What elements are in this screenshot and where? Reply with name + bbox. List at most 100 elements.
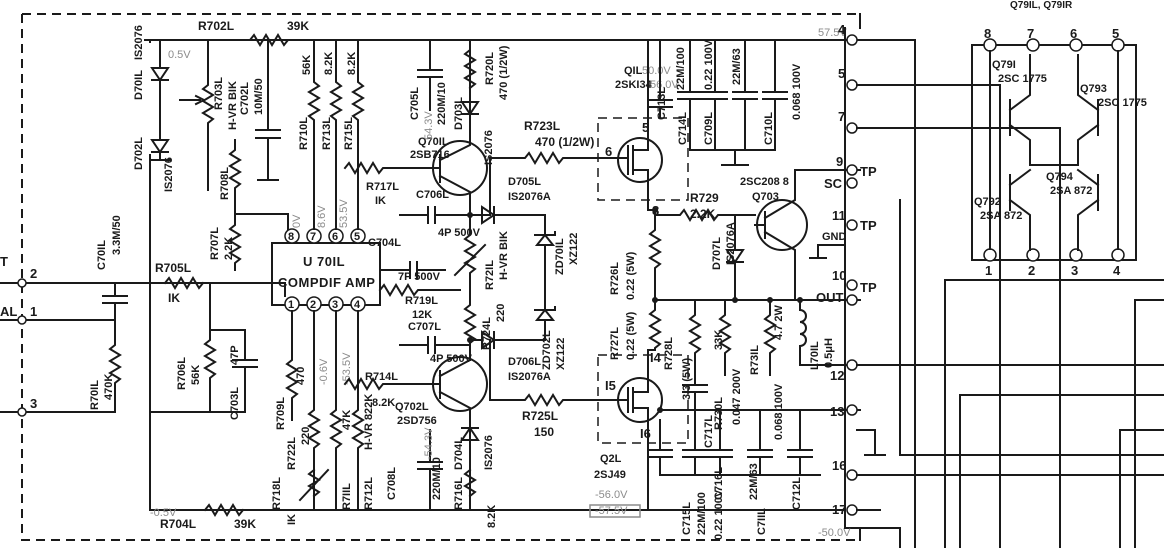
terminal-5[interactable]: 5 [838,66,1001,91]
svg-text:TP: TP [860,164,877,179]
terminal-4[interactable]: 4 [838,22,858,46]
capacitor-c702l [255,39,281,181]
svg-text:2SJ49: 2SJ49 [594,469,626,481]
r710l-value: 56K [301,55,313,75]
svg-text:QIL: QIL [624,65,643,77]
r717l-ref: R717L [366,181,399,193]
resistor-r708l [228,139,289,236]
input-terminal-2[interactable]: 2 T [0,254,246,288]
r716l-ref: R712L [363,477,375,510]
resistor-r717l [343,161,401,175]
r727l-ref: R727L [609,327,621,360]
svg-text:1: 1 [30,304,37,319]
r708l-ref: R708L [219,167,231,200]
r707l-ref: R707L [209,227,221,260]
resistor-r711l [307,310,321,511]
input-terminal-1[interactable]: 1 AL [0,304,96,325]
terminal-out[interactable]: OUT [816,290,858,306]
svg-text:Q702L: Q702L [395,401,429,413]
capacitor-c705l [417,39,443,111]
c702l-value: 10M/50 [253,78,265,115]
r709l-ref: R709L [275,397,287,430]
d701l-value: IS2076 [133,25,145,60]
resistor-r716l [351,310,365,511]
c717l-value: 0.047 200V [731,368,743,425]
r723l-ref: R716L [453,477,465,510]
c702l-ref: C702L [239,82,251,115]
r720l-ref: R720L [484,52,496,85]
c703l-ref: C703L [229,387,241,420]
voltage-label: 56.0V [650,79,679,91]
svg-text:GND: GND [822,231,847,243]
resistor-r710l [307,39,321,230]
resistor-r730l [718,299,732,376]
ic-pin-7: 7 [310,231,316,243]
r7iil-ref: R722L [286,437,298,470]
ic-pin-5: 5 [354,231,360,243]
ic-ref: U 70IL [303,254,345,269]
c715l-value: 22M/100 [696,492,708,535]
resistor-r712l [298,468,330,502]
c709l-value: 22M/63 [731,48,743,85]
resistor-r720l [463,39,477,90]
c713l-value: 22M/100 [675,47,687,90]
terminal-9[interactable]: 9TP [836,154,877,179]
d707l-ref: D707L [711,237,723,270]
voltage-label: -56.0V [595,489,628,501]
svg-text:7: 7 [1027,26,1034,41]
svg-text:SC: SC [824,176,843,191]
c703l-value: 47P [229,345,241,365]
c704l-value: 7P 500V [398,271,441,283]
c706l-ref: C706L [416,189,449,201]
zd702l-ref: ZD702L [541,330,553,370]
c707l-value: 4P 500V [430,353,473,365]
resistor-r728l [688,299,702,376]
c707l-ref: C707L [408,321,441,333]
voltage-label: -54.3V [423,427,435,460]
r724l-value: 470 (1/2W) [535,135,594,149]
capacitor-c708l [417,429,443,511]
r713l-ref: R713L [321,117,333,150]
svg-text:6: 6 [1070,26,1077,41]
d702l-ref: D702L [133,137,145,170]
terminal-13[interactable]: 13 [830,404,886,456]
resistor-r724l [489,151,606,165]
svg-text:2SD756: 2SD756 [397,415,437,427]
r722l-ref: R724L [481,317,493,350]
input-terminal-3[interactable]: 3 [0,396,116,417]
terminal-sc[interactable]: SC [824,176,858,191]
d704l-value: IS2076 [483,435,495,470]
terminal-16[interactable]: 16 [832,458,1164,481]
c706l-value: 4P 500V [438,227,481,239]
diode-d701l [149,39,171,161]
terminal-7[interactable]: 7 [838,109,1061,134]
svg-text:3: 3 [30,396,37,411]
zener-zd702l [499,299,556,341]
c705l-value: 220M/10 [436,82,448,125]
svg-text:T: T [0,254,8,269]
terminal-gnd[interactable]: GND [809,231,847,259]
terminal-12[interactable]: 12 [830,359,1164,383]
svg-text:4: 4 [1113,263,1121,278]
voltage-label: 8.6V [316,205,328,228]
ic-name: COMPDIF AMP [278,275,375,290]
r712l-ref: R718L [271,477,283,510]
resistor-r725l [489,393,606,407]
resistor-r723l [463,468,477,498]
svg-text:2: 2 [1028,263,1035,278]
resistor-r714l [329,310,343,511]
ic-pin-3: 3 [332,299,338,311]
svg-text:L70IL: L70IL [809,341,821,370]
svg-text:I4: I4 [650,350,662,365]
r727l-value: 0.22 (5W) [625,311,637,360]
c705l-ref: C705L [409,87,421,120]
r705l-value: IK [168,291,180,305]
svg-text:2SC 1775: 2SC 1775 [998,73,1047,85]
resistor-r703l [179,39,215,191]
resistor-r713l [329,39,343,230]
package-caption: Q79IL, Q79IR [1010,0,1073,11]
voltage-label: 57.5V [818,27,847,39]
terminal-17[interactable]: 17 [832,502,881,517]
